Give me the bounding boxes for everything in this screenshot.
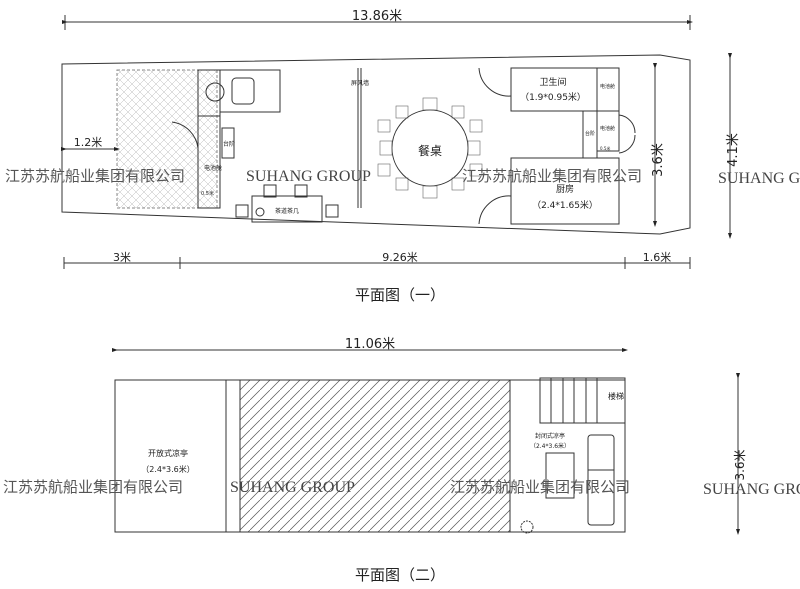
helm-wheel-icon xyxy=(205,82,225,102)
screen-wall-label: 屏风墙 xyxy=(351,79,369,87)
dim-width-outer-label: 4.1米 xyxy=(726,133,741,167)
plan-2-title: 平面图（二） xyxy=(355,566,445,584)
dim-width-inner-label: 3.6米 xyxy=(651,143,666,177)
watermark-cn: 江苏苏航船业集团有限公司 xyxy=(5,167,185,185)
battery-label-2: 电池舱 xyxy=(600,83,615,90)
watermark-en: SUHANG GROUP xyxy=(718,170,800,187)
closed-pavilion-label: 封闭式凉亭 xyxy=(535,432,565,440)
tea-table-label: 茶道茶几 xyxy=(275,207,299,215)
sofa xyxy=(587,434,615,526)
dining-table-label: 餐桌 xyxy=(418,143,442,158)
watermark-cn: 江苏苏航船业集团有限公司 xyxy=(462,167,642,185)
watermark-en: SUHANG GROUP xyxy=(246,168,371,185)
hull-outline xyxy=(61,54,691,235)
toilet-size-label: （1.9*0.95米） xyxy=(520,91,586,103)
watermarks: 江苏苏航船业集团有限公司 江苏苏航船业集团有限公司 江苏苏航船业集团有限公司 江… xyxy=(3,167,800,498)
plant-icon xyxy=(520,520,534,534)
open-pavilion-label: 开放式凉亭 xyxy=(148,448,188,458)
toilet-label: 卫生间 xyxy=(539,76,566,88)
steps-label-2: 台阶 xyxy=(585,130,595,137)
watermark-cn: 江苏苏航船业集团有限公司 xyxy=(3,478,183,496)
stairs xyxy=(539,377,626,424)
dim-left-label: 3米 xyxy=(113,251,131,264)
bow-deck xyxy=(116,69,218,209)
battery-label-3: 电池舱 xyxy=(600,125,615,132)
plan-1 xyxy=(61,15,732,269)
dim-width-label-2: 3.6米 xyxy=(733,449,747,480)
kitchen-size-label: （2.4*1.65米） xyxy=(532,199,598,211)
plan-2 xyxy=(112,348,740,535)
stairs-label: 楼梯 xyxy=(608,391,624,401)
plan-1-title: 平面图（一） xyxy=(355,286,445,304)
battery-label: 电池舱 xyxy=(204,164,222,172)
chair-icon xyxy=(231,77,255,105)
dim-total-label: 13.86米 xyxy=(352,9,402,24)
dim-bow-label: 1.2米 xyxy=(74,136,103,149)
steps-label: 台阶 xyxy=(223,140,235,148)
watermark-cn: 江苏苏航船业集团有限公司 xyxy=(450,478,630,496)
dim-middle-label: 9.26米 xyxy=(382,251,418,264)
roof-hatched-area xyxy=(239,379,511,533)
coffee-table xyxy=(545,452,575,499)
kitchen-label: 厨房 xyxy=(556,183,574,195)
closed-pavilion-size: （2.4*3.6米） xyxy=(530,442,570,450)
watermark-en: SUHANG GROUP xyxy=(230,479,355,496)
open-pavilion-size: （2.4*3.6米） xyxy=(141,464,194,474)
dim-total-label-2: 11.06米 xyxy=(345,337,395,352)
gap-label: 0.5米 xyxy=(201,190,214,197)
watermark-en: SUHANG GROUP xyxy=(703,481,800,498)
dim-right-label: 1.6米 xyxy=(643,251,672,264)
gap-label-2: 0.5米 xyxy=(600,145,610,151)
